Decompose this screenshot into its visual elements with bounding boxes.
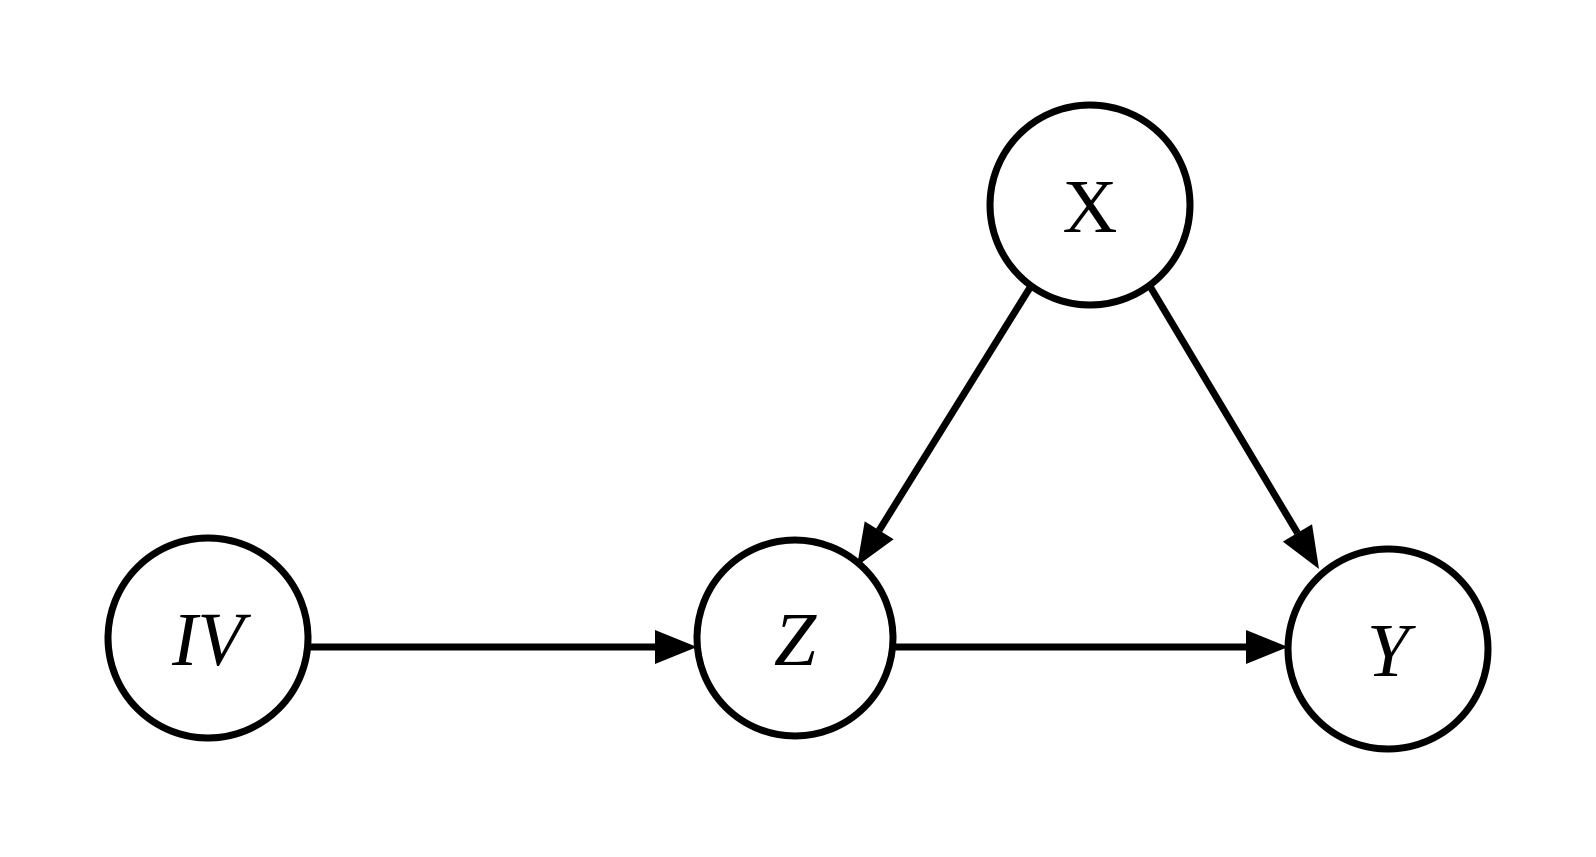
node-circle-IV[interactable] <box>104 534 312 742</box>
arrowhead-iv-to-z <box>655 630 697 664</box>
node-circle-X[interactable] <box>986 101 1194 309</box>
node-label-Z: Z <box>774 598 817 682</box>
nodes-layer: IV Z X Y <box>104 101 1492 753</box>
arrowhead-z-to-y <box>1246 630 1288 664</box>
edges-layer <box>308 284 1319 664</box>
node-circle-Z[interactable] <box>693 536 897 740</box>
node-circle-Y[interactable] <box>1284 545 1492 753</box>
node-label-X: X <box>1063 165 1118 249</box>
node-X[interactable]: X <box>986 101 1194 309</box>
edge-z-to-y <box>893 630 1288 664</box>
node-Y[interactable]: Y <box>1284 545 1492 753</box>
node-IV[interactable]: IV <box>104 534 312 742</box>
edge-shaft-x-to-z <box>876 284 1034 533</box>
edge-shaft-x-to-y <box>1147 286 1301 535</box>
edge-iv-to-z <box>308 630 697 664</box>
node-label-IV: IV <box>171 598 251 682</box>
node-label-Y: Y <box>1367 609 1417 693</box>
edge-x-to-z <box>857 284 1034 566</box>
arrowhead-x-to-z <box>857 521 894 566</box>
node-Z[interactable]: Z <box>693 536 897 740</box>
edge-x-to-y <box>1147 286 1319 569</box>
arrowhead-x-to-y <box>1282 524 1319 569</box>
